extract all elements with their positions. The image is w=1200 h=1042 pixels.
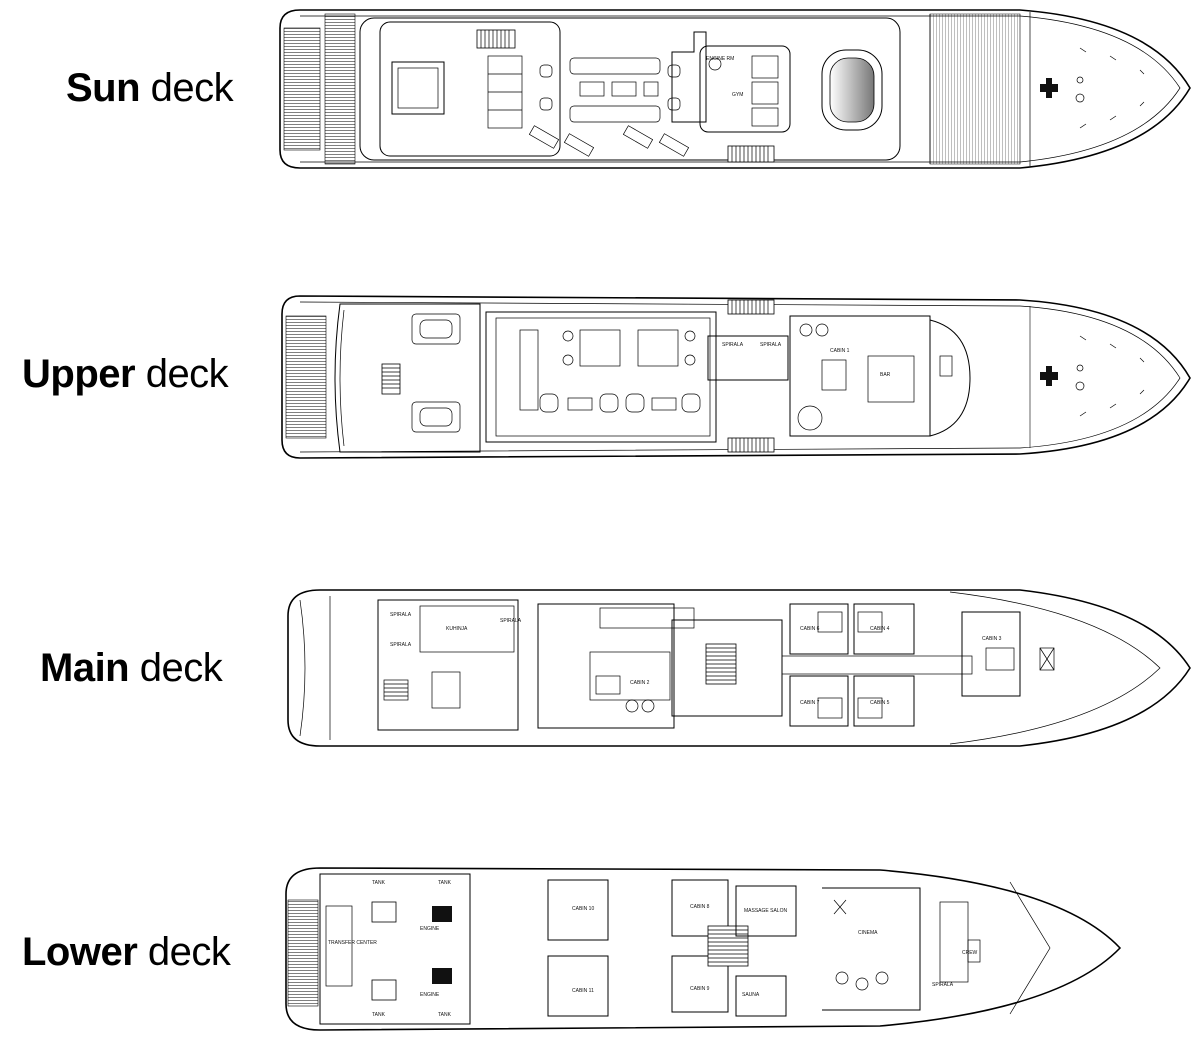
sauna-label: SAUNA <box>742 992 760 998</box>
cabin-label: CABIN 1 <box>830 348 850 354</box>
salon-label: MASSAGE SALON <box>744 908 787 914</box>
stern-swim-platform <box>285 315 327 439</box>
deck-name-bold: Lower <box>22 930 138 974</box>
stairs-icon <box>476 29 516 49</box>
stairs-icon <box>727 299 775 315</box>
cabin-label: CABIN 11 <box>572 988 594 994</box>
cabin-10 <box>547 879 609 941</box>
upper-deck-hull <box>281 295 1191 459</box>
bar-label: BAR <box>880 372 891 378</box>
crew-label: CREW <box>962 950 978 956</box>
stairs-icon <box>727 437 775 453</box>
tank-label: TANK <box>438 1012 452 1018</box>
sun-deck-hull <box>279 9 1191 169</box>
main-deck-hull <box>287 589 1191 747</box>
stairs-icon <box>381 363 401 395</box>
massage-salon <box>735 885 797 937</box>
main-deck-plan: SPIRALA SPIRALA SPIRALA KUHINJA CABIN 2 … <box>287 589 1191 747</box>
stern-swim-platform <box>287 899 319 1007</box>
upper-salon <box>485 311 717 443</box>
hot-tub <box>391 61 445 115</box>
cabin-11 <box>547 955 609 1017</box>
sun-deck-label: Sun deck <box>66 66 234 111</box>
stairs-icon <box>727 145 775 163</box>
engine-room-label: ENGINE RM <box>706 56 734 62</box>
spiral-label: SPIRALA <box>390 642 412 648</box>
cabin-3 <box>961 611 1021 697</box>
cabin-label: CABIN 9 <box>690 986 710 992</box>
cabin-9 <box>671 955 729 1013</box>
gym-room <box>699 45 791 133</box>
cabin-5 <box>853 675 915 727</box>
lower-deck-label: Lower deck <box>22 930 231 975</box>
anchor-windlass-icon <box>1040 364 1085 391</box>
deck-name-suffix: deck <box>140 66 234 110</box>
spiral-label: SPIRALA <box>760 342 782 348</box>
upper-deck-label: Upper deck <box>22 352 229 397</box>
deck-name-suffix: deck <box>135 352 229 396</box>
engine-room <box>319 873 471 1025</box>
engine-label: ENGINE <box>420 926 440 932</box>
deck-name-bold: Upper <box>22 352 136 396</box>
cabin-label: CABIN 10 <box>572 906 594 912</box>
spiral-label: SPIRALA <box>500 618 522 624</box>
cabin-2 <box>537 603 675 729</box>
engine-label: ENGINE <box>420 992 440 998</box>
cinema-label: CINEMA <box>858 930 878 936</box>
deck-name-bold: Main <box>40 646 130 690</box>
cabin-label: CABIN 3 <box>982 636 1002 642</box>
transfer-label: TRANSFER CENTER <box>328 940 377 946</box>
sun-deck-plan: ENGINE RM GYM <box>279 9 1191 169</box>
cinema <box>822 887 921 1011</box>
deck-name-bold: Sun <box>66 66 141 110</box>
spiral-label: SPIRALA <box>932 982 954 988</box>
spiral-label: SPIRALA <box>390 612 412 618</box>
galley <box>377 599 519 731</box>
upper-deck-plan: SPIRALA SPIRALA CABIN 1 BAR <box>281 295 1191 459</box>
cabin-label: CABIN 8 <box>690 904 710 910</box>
deck-name-suffix: deck <box>129 646 223 690</box>
cabin-6 <box>789 603 849 655</box>
tank-label: TANK <box>372 1012 386 1018</box>
gym-label: GYM <box>732 92 743 98</box>
lower-deck-plan: TRANSFER CENTER ENGINE ENGINE TANK TANK … <box>285 867 1122 1031</box>
main-deck-label: Main deck <box>40 646 223 691</box>
cabin-label: CABIN 2 <box>630 680 650 686</box>
kitchen-label: KUHINJA <box>446 626 468 632</box>
sauna <box>735 975 787 1017</box>
pool <box>821 49 883 131</box>
stern-swim-platform <box>283 27 321 151</box>
cabin-label: CABIN 5 <box>870 700 890 706</box>
master-cabin <box>789 315 931 437</box>
spiral-label: SPIRALA <box>722 342 744 348</box>
cabin-4 <box>853 603 915 655</box>
engine-icon <box>432 906 452 984</box>
tank-label: TANK <box>438 880 452 886</box>
lower-deck-hull <box>285 867 1122 1031</box>
stairs-icon <box>705 643 737 685</box>
cabin-label: CABIN 7 <box>800 700 820 706</box>
cabin-label: CABIN 6 <box>800 626 820 632</box>
cabin-7 <box>789 675 849 727</box>
stairs-icon <box>707 925 749 967</box>
anchor-windlass-icon <box>1040 76 1085 103</box>
cabin-label: CABIN 4 <box>870 626 890 632</box>
tank-label: TANK <box>372 880 386 886</box>
deck-name-suffix: deck <box>137 930 231 974</box>
cabin-8 <box>671 879 729 937</box>
